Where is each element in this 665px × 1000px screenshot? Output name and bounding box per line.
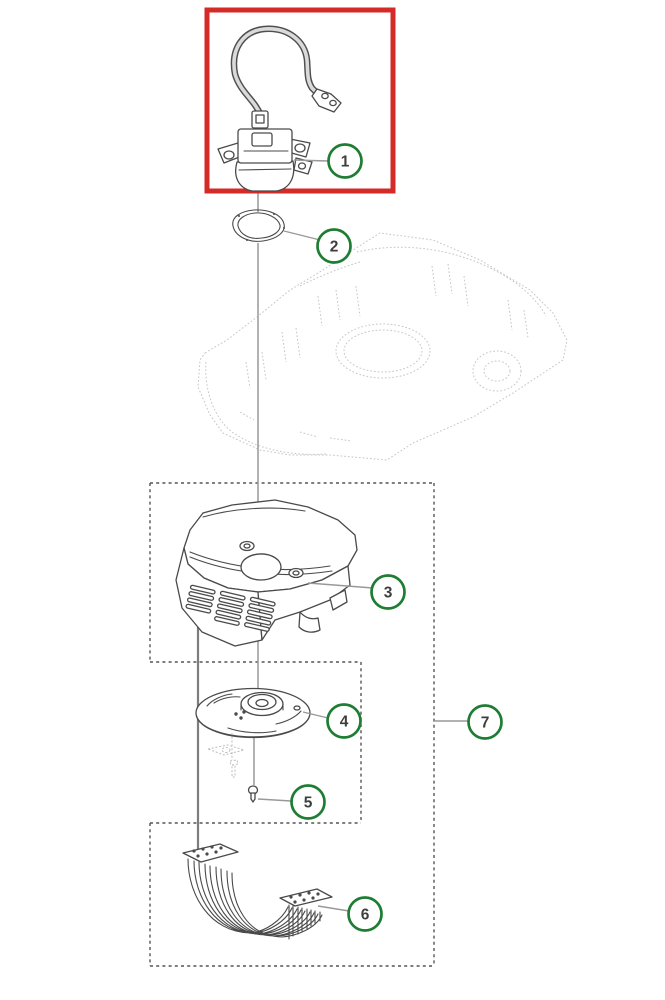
callout-2[interactable]: 2 — [316, 228, 352, 264]
callout-3-ring — [370, 574, 406, 610]
brush-plate-left — [182, 843, 239, 863]
housing-grille-column-2 — [214, 590, 246, 626]
callout-4-number: 4 — [340, 714, 349, 731]
ghost-washer-bolt-drawing — [207, 733, 245, 778]
motor-bell-housing — [235, 160, 295, 192]
brush-plate-right — [279, 888, 333, 907]
callout-1-number: 1 — [341, 154, 350, 171]
callout-5-ring — [290, 784, 326, 820]
center-axis-line — [253, 186, 259, 785]
gasket-drawing — [232, 209, 285, 242]
callout-1-ring — [327, 143, 363, 179]
callout-6[interactable]: 6 — [347, 896, 383, 932]
blade-disc-drawing — [195, 687, 311, 739]
callout-3[interactable]: 3 — [370, 574, 406, 610]
callout-5[interactable]: 5 — [290, 784, 326, 820]
motor-assembly-drawing — [217, 25, 342, 192]
selected-part-highlight-box — [204, 7, 396, 194]
cable-connector — [311, 88, 342, 113]
kit-grouping-boxes — [149, 482, 435, 967]
callout-7-number: 7 — [481, 715, 490, 732]
brush-strip-ends — [288, 904, 321, 940]
leader-line-6 — [317, 905, 350, 912]
leader-line-2 — [283, 230, 321, 241]
callout-7-ring — [467, 704, 503, 740]
leader-line-1 — [293, 159, 329, 162]
leader-line-3 — [307, 582, 374, 589]
callout-4-ring — [326, 703, 362, 739]
callout-2-ring — [316, 228, 352, 264]
chassis-ghost-drawing — [197, 232, 568, 461]
callout-5-number: 5 — [304, 795, 313, 812]
callout-2-number: 2 — [330, 239, 339, 256]
deck-housing-drawing — [175, 499, 358, 647]
housing-grille-column-1 — [185, 584, 216, 614]
screw-drawing — [247, 785, 259, 803]
callout-4[interactable]: 4 — [326, 703, 362, 739]
callout-7[interactable]: 7 — [467, 704, 503, 740]
callout-3-number: 3 — [384, 585, 393, 602]
housing-grille-column-3 — [244, 596, 276, 632]
callout-6-number: 6 — [361, 907, 370, 924]
callout-6-ring — [347, 896, 383, 932]
leader-line-4 — [302, 711, 329, 719]
callout-1[interactable]: 1 — [327, 143, 363, 179]
leader-line-5 — [257, 798, 292, 802]
brush-strips — [187, 858, 323, 938]
brush-strip-drawing — [182, 843, 333, 940]
